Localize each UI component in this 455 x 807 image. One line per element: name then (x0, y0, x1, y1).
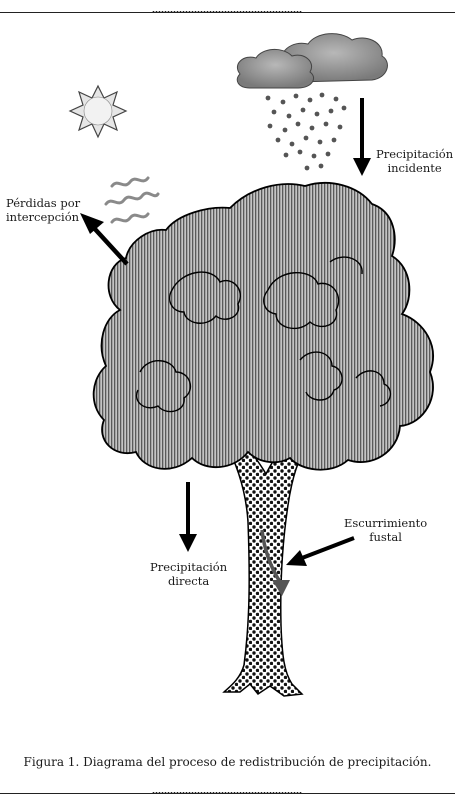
direct-label: Precipitación directa (150, 560, 227, 588)
incident-arrow (353, 98, 371, 176)
tree-canopy (92, 182, 434, 471)
interception-label-line2: intercepción (6, 210, 80, 224)
stemflow-label: Escurrimiento fustal (344, 516, 427, 544)
stemflow-label-line1: Escurrimiento (344, 516, 428, 530)
figure-caption: Figura 1. Diagrama del proceso de redist… (23, 755, 432, 769)
rain-drops (265, 92, 347, 171)
direct-label-line1: Precipitación (150, 560, 228, 574)
direct-label-line2: directa (167, 574, 210, 588)
interception-label: Pérdidas por intercepción (6, 196, 80, 224)
stemflow-label-line2: fustal (369, 530, 402, 544)
incident-label-line1: Precipitación (376, 147, 454, 161)
interception-label-line1: Pérdidas por (6, 196, 81, 210)
interception-arrow (80, 213, 129, 266)
vapor-wisps (104, 176, 160, 224)
stemflow-arrows (260, 529, 355, 596)
direct-arrow (179, 482, 197, 552)
top-border-ornament (152, 10, 302, 14)
bottom-border-ornament (152, 791, 302, 795)
incident-label-line2: incidente (387, 161, 442, 175)
tree-trunk (222, 435, 312, 697)
sun-icon (68, 84, 128, 139)
cloud-icon (236, 33, 388, 89)
incident-label: Precipitación incidente (376, 147, 453, 175)
